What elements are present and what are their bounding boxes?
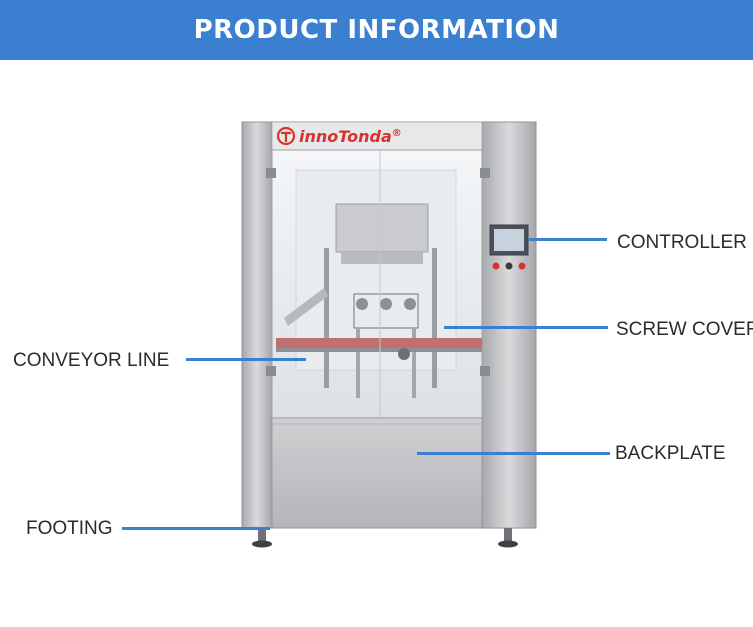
brand-logo: innoTonda® <box>276 126 402 146</box>
header-banner: PRODUCT INFORMATION <box>0 0 753 60</box>
svg-text:innoTonda®: innoTonda® <box>299 127 402 146</box>
backplate-leader-line <box>417 452 610 455</box>
footing-leader-line <box>122 527 270 530</box>
capping-machine-image: innoTonda® <box>241 121 537 548</box>
conveyor-line-label: CONVEYOR LINE <box>13 350 170 371</box>
registered-mark: ® <box>392 128 402 139</box>
page-title: PRODUCT INFORMATION <box>193 15 560 45</box>
conveyor-line-leader-line <box>186 358 306 361</box>
controller-label: CONTROLLER <box>617 232 747 253</box>
brand-name: innoTonda <box>299 127 392 146</box>
screw-cover-label: SCREW COVER <box>616 319 753 340</box>
footing-label: FOOTING <box>26 518 113 539</box>
screw-cover-leader-line <box>444 326 608 329</box>
controller-leader-line <box>529 238 607 241</box>
backplate-label: BACKPLATE <box>615 443 726 464</box>
